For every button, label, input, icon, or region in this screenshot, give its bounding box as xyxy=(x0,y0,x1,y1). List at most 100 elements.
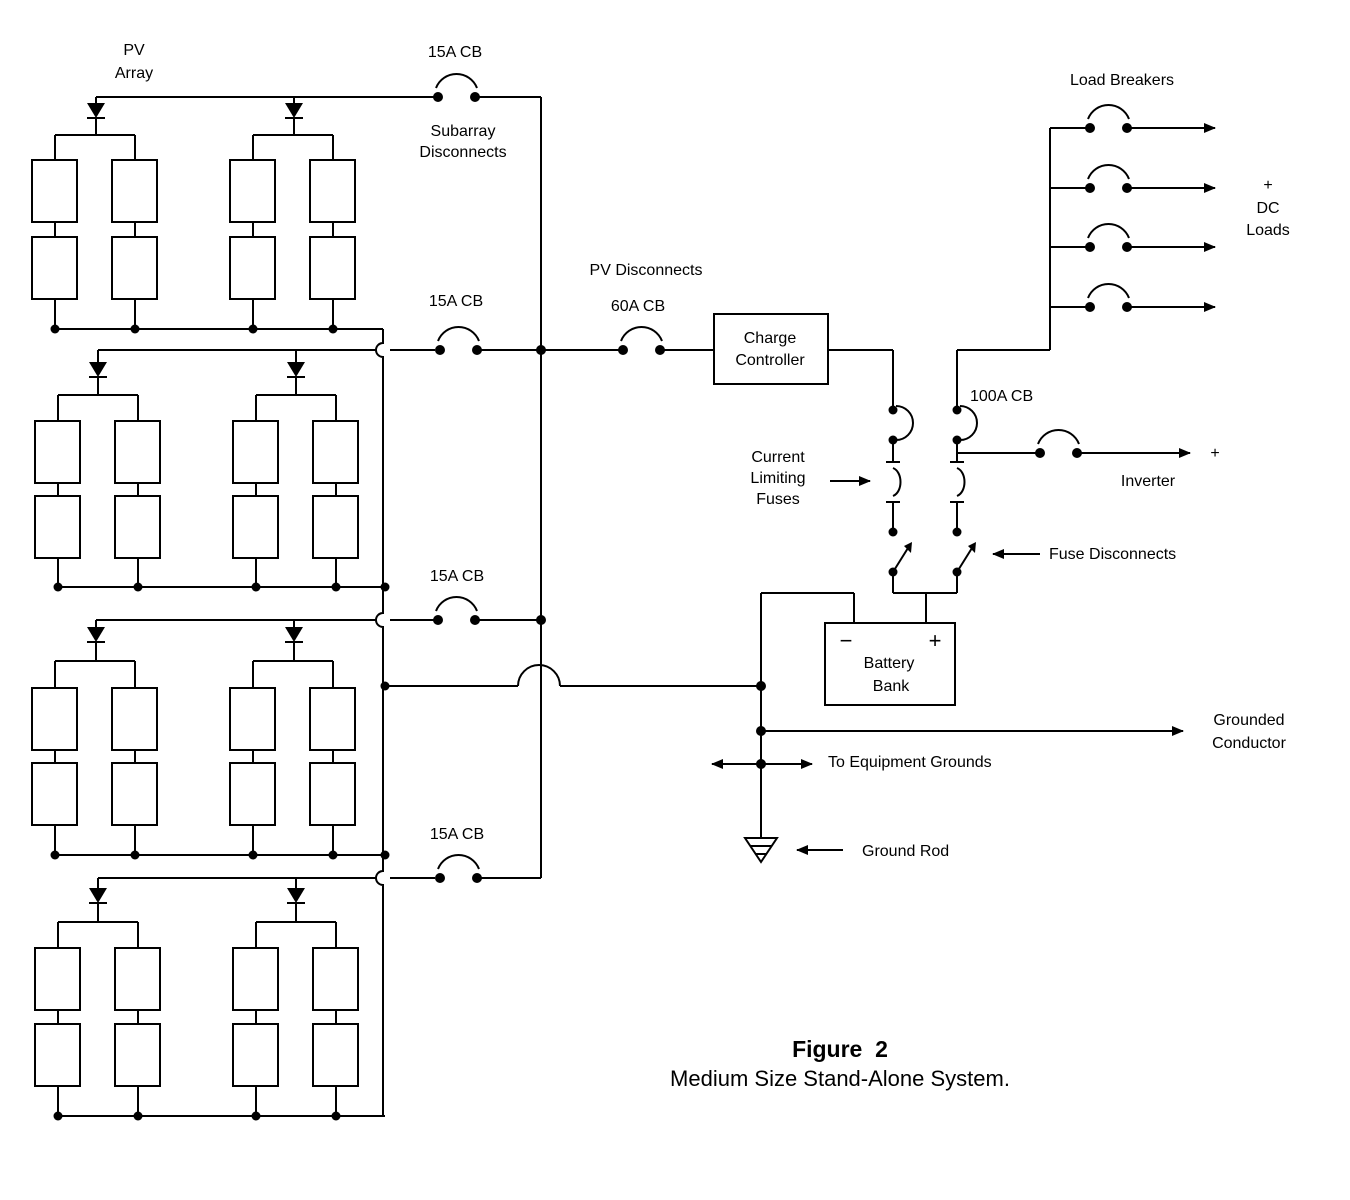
subarray-breaker-4 xyxy=(435,853,541,883)
subarray-breaker-3 xyxy=(433,595,541,625)
pv-module xyxy=(229,159,276,223)
pv-module xyxy=(312,420,359,484)
dc-loads-plus-label: + xyxy=(1263,177,1272,194)
blocking-diode-icon xyxy=(287,362,305,377)
inverter-plus-label: + xyxy=(1210,445,1219,462)
blocking-diode-icon xyxy=(89,362,107,377)
cb-label-2: 15A CB xyxy=(429,293,483,310)
pv-module xyxy=(31,236,78,300)
pv-module xyxy=(312,1023,359,1087)
pv-subarray-3 xyxy=(31,619,435,860)
equipment-grounds-label: To Equipment Grounds xyxy=(828,754,992,771)
current-limiting-label-line3: Fuses xyxy=(756,491,800,508)
blocking-diode-icon xyxy=(285,627,303,642)
dc-loads-label-line2: Loads xyxy=(1246,222,1290,239)
fuse-disconnect-switch-icon xyxy=(892,547,909,573)
cb-label-4: 15A CB xyxy=(430,826,484,843)
pv-module xyxy=(229,762,276,826)
pv-disconnects-label: PV Disconnects xyxy=(590,262,703,279)
pv-module xyxy=(309,762,356,826)
battery-label-line1: Battery xyxy=(864,655,915,672)
pv-module xyxy=(111,762,158,826)
pv-module xyxy=(31,159,78,223)
pv-module xyxy=(34,420,81,484)
pv-module xyxy=(114,420,161,484)
current-limiting-label-line1: Current xyxy=(751,449,805,466)
pv-module xyxy=(312,947,359,1011)
pv-module xyxy=(229,687,276,751)
pv-module xyxy=(232,1023,279,1087)
pv-module xyxy=(31,762,78,826)
cb-100a-label: 100A CB xyxy=(970,388,1033,405)
battery-bank-box xyxy=(824,622,956,706)
pv-module xyxy=(34,1023,81,1087)
pv-array-label-line2: Array xyxy=(115,65,153,82)
dc-load-bus xyxy=(1049,127,1088,350)
pv-module xyxy=(309,687,356,751)
cb-label-1: 15A CB xyxy=(428,44,482,61)
load-branch xyxy=(893,349,1050,623)
ground-rod-label: Ground Rod xyxy=(862,843,949,860)
pv-module xyxy=(232,495,279,559)
subarray-breaker-2 xyxy=(435,325,541,355)
cb-60a-label: 60A CB xyxy=(611,298,665,315)
controller-branch xyxy=(886,350,914,593)
pv-module xyxy=(232,947,279,1011)
subarray-disconnects-label-line2: Disconnects xyxy=(419,144,506,161)
pv-module xyxy=(309,159,356,223)
blocking-diode-icon xyxy=(285,103,303,118)
battery-plus-label: + xyxy=(929,628,942,653)
battery-label-line2: Bank xyxy=(873,678,910,695)
ground-rod-icon xyxy=(743,837,779,864)
load-breaker-1 xyxy=(1085,103,1216,133)
pv-module xyxy=(114,1023,161,1087)
fuse-disconnect-switch-icon xyxy=(956,547,973,573)
current-limiting-label-line2: Limiting xyxy=(750,470,805,487)
load-breaker-2 xyxy=(1085,163,1216,193)
grounding-system xyxy=(711,593,1184,838)
pv-module xyxy=(232,420,279,484)
pv-array-label-line1: PV xyxy=(123,42,145,59)
load-breaker-4 xyxy=(1085,282,1216,312)
pv-module xyxy=(34,495,81,559)
subarray-breaker-1 xyxy=(433,72,541,102)
negative-collection-bus xyxy=(375,329,761,1116)
grounded-conductor-label-line1: Grounded xyxy=(1213,712,1284,729)
pv-module xyxy=(111,159,158,223)
grounded-conductor-label-line2: Conductor xyxy=(1212,735,1286,752)
fuse-icon xyxy=(956,467,966,497)
blocking-diode-icon xyxy=(87,103,105,118)
inverter-breaker xyxy=(1035,428,1191,458)
blocking-diode-icon xyxy=(287,888,305,903)
pv-module xyxy=(31,687,78,751)
pv-module xyxy=(114,495,161,559)
battery-minus-label: − xyxy=(840,628,853,653)
subarray-disconnects-label-line1: Subarray xyxy=(431,123,496,140)
positive-combiner-bus xyxy=(536,97,623,878)
pv-subarray-2 xyxy=(34,349,435,592)
figure-caption: Medium Size Stand-Alone System. xyxy=(670,1066,1010,1091)
charge-controller-box xyxy=(713,313,829,385)
blocking-diode-icon xyxy=(89,888,107,903)
pv-disconnect-breaker xyxy=(618,325,714,355)
load-breaker-3 xyxy=(1085,222,1216,252)
pv-module xyxy=(309,236,356,300)
charge-controller-label-line1: Charge xyxy=(744,330,797,347)
blocking-diode-icon xyxy=(87,627,105,642)
pv-module xyxy=(34,947,81,1011)
inverter-label: Inverter xyxy=(1121,473,1176,490)
pv-subarray-4 xyxy=(34,877,435,1121)
pv-module xyxy=(111,236,158,300)
pv-module xyxy=(111,687,158,751)
pv-subarray-1 xyxy=(31,96,435,334)
pv-module xyxy=(229,236,276,300)
fuse-disconnects-label: Fuse Disconnects xyxy=(1049,546,1176,563)
pv-module xyxy=(312,495,359,559)
figure-number: Figure 2 xyxy=(792,1036,888,1062)
load-breakers-label: Load Breakers xyxy=(1070,72,1174,89)
fuse-icon xyxy=(892,467,902,497)
dc-loads-label-line1: DC xyxy=(1256,200,1279,217)
cb-label-3: 15A CB xyxy=(430,568,484,585)
pv-module xyxy=(114,947,161,1011)
